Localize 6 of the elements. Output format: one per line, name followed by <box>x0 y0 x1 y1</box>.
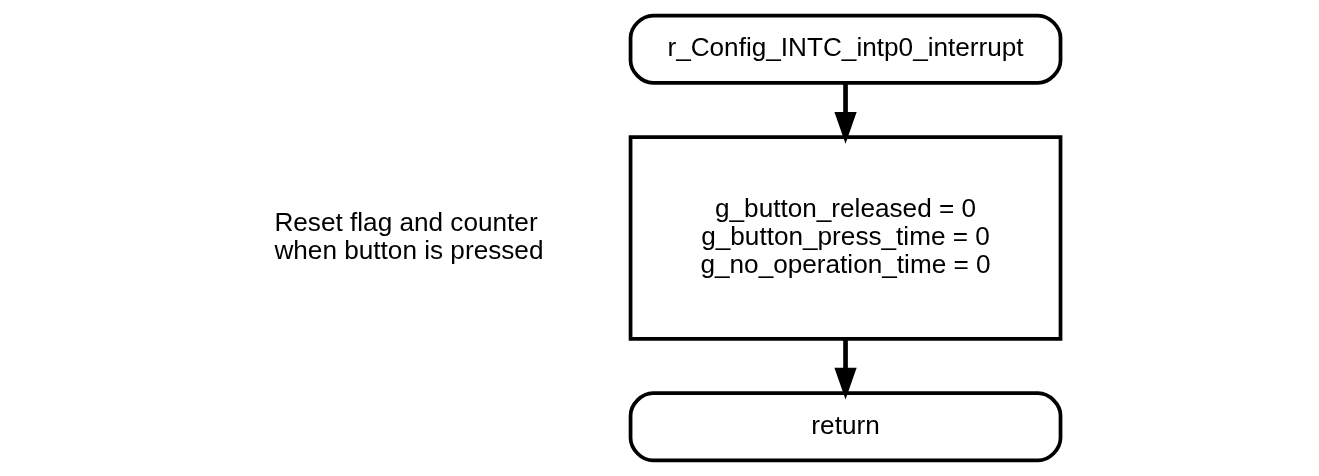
arrow <box>833 339 857 400</box>
node-box: g_button_released = 0 g_button_press_time = 0 g_no_operation_time = 0 <box>628 135 1062 341</box>
node-box: return <box>628 391 1062 463</box>
node-box: r_Config_INTC_intp0_interrupt <box>628 13 1062 85</box>
arrow <box>833 83 857 144</box>
node-label: Reset flag and counter when button is pressed <box>273 206 543 265</box>
